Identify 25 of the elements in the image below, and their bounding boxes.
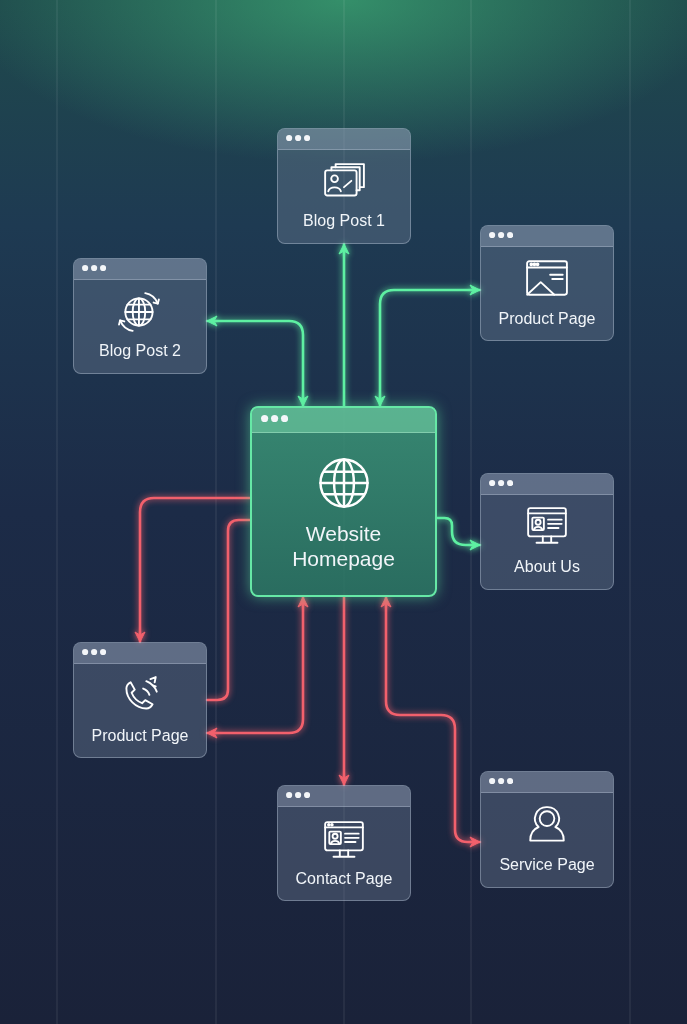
connector-arrow <box>338 242 350 408</box>
node-label: Blog Post 2 <box>99 341 181 361</box>
connector-arrow <box>134 496 252 644</box>
browser-window-card <box>277 128 411 244</box>
highlighted-browser-window-card <box>250 406 437 597</box>
connector-arrow <box>205 595 309 739</box>
connector-arrow <box>205 315 309 408</box>
node-label: About Us <box>514 557 580 577</box>
connector-arrow <box>380 595 482 848</box>
connector-arrow <box>338 595 350 787</box>
node-label: Service Page <box>499 855 595 875</box>
browser-window-card <box>73 642 207 758</box>
connector-arrow <box>374 284 482 408</box>
node-label: Website Homepage <box>292 520 395 572</box>
node-label: Product Page <box>91 726 189 746</box>
node-label: Product Page <box>498 309 596 329</box>
connector-line <box>205 518 252 702</box>
browser-window-card <box>277 785 411 901</box>
connector-arrow <box>435 516 482 551</box>
browser-window-card <box>480 771 614 888</box>
node-label: Blog Post 1 <box>303 211 385 231</box>
node-label: Contact Page <box>295 869 393 889</box>
browser-window-card <box>480 225 614 341</box>
browser-window-card <box>480 473 614 590</box>
browser-window-card <box>73 258 207 374</box>
